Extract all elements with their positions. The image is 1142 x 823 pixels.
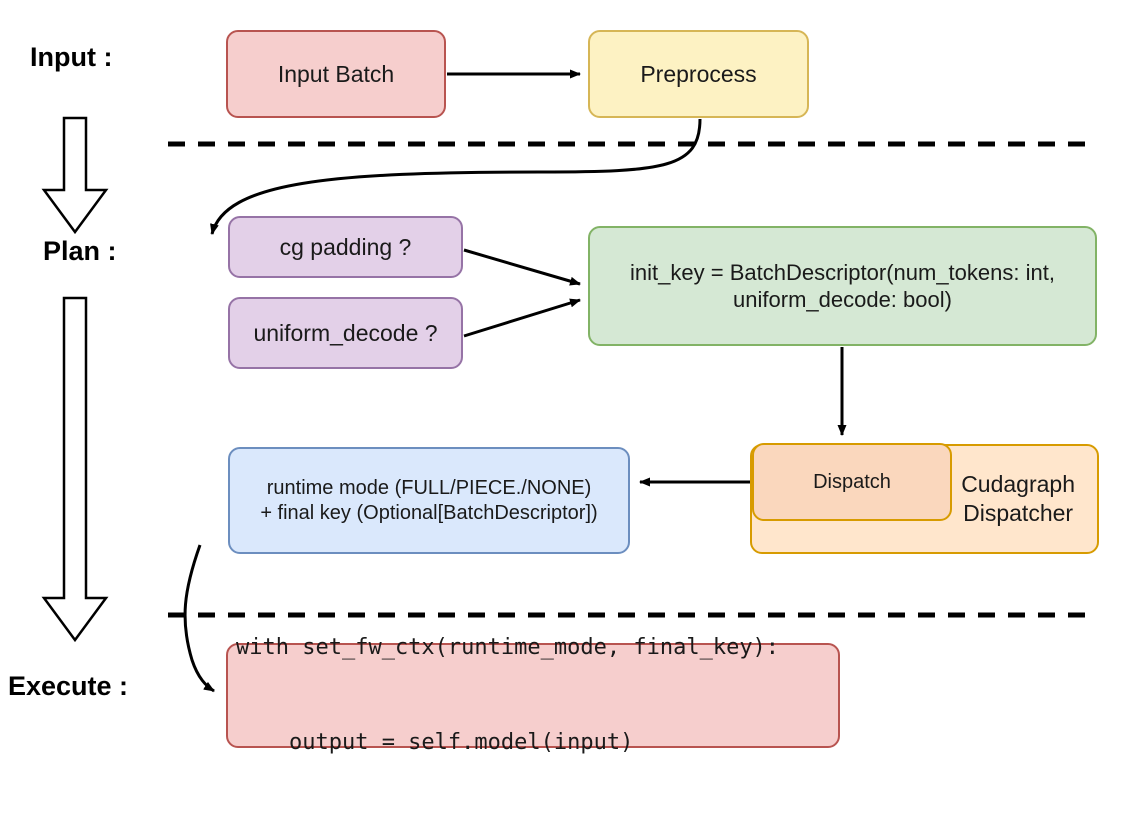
edge-uniformdecode-initkey xyxy=(463,298,581,338)
node-preprocess[interactable]: Preprocess xyxy=(588,30,809,118)
node-input-batch[interactable]: Input Batch xyxy=(226,30,446,118)
node-preprocess-label: Preprocess xyxy=(640,60,757,87)
node-cudagraph-dispatcher-line1: Cudagraph xyxy=(961,471,1075,498)
node-init-key-line2: uniform_decode: bool) xyxy=(733,287,952,312)
node-init-key[interactable]: init_key = BatchDescriptor(num_tokens: i… xyxy=(588,226,1097,346)
stage-label-input: Input : xyxy=(30,42,113,72)
node-cg-padding-label: cg padding ? xyxy=(279,233,412,260)
stage-block-arrow-1 xyxy=(41,116,109,235)
node-runtime-mode-line2: + final key (Optional[BatchDescriptor]) xyxy=(260,501,598,524)
node-cg-padding[interactable]: cg padding ? xyxy=(228,216,463,278)
stage-block-arrow-2 xyxy=(41,296,109,643)
diagram-canvas: Input : Plan : Execute : Input Batch Pre… xyxy=(8,30,1099,755)
code-line-1: with set_fw_ctx(runtime_mode, final_key)… xyxy=(236,634,780,660)
node-cudagraph-dispatcher-line2: Dispatcher xyxy=(963,500,1074,526)
node-code-block[interactable]: with set_fw_ctx(runtime_mode, final_key)… xyxy=(226,635,840,755)
node-runtime-mode[interactable]: runtime mode (FULL/PIECE./NONE) + final … xyxy=(228,447,630,554)
code-line-2: output = self.model(input) xyxy=(236,730,634,756)
edge-runtimemode-code xyxy=(183,544,215,693)
node-uniform-decode-label: uniform_decode ? xyxy=(253,319,438,346)
node-runtime-mode-line1: runtime mode (FULL/PIECE./NONE) xyxy=(266,476,592,499)
node-init-key-line1: init_key = BatchDescriptor(num_tokens: i… xyxy=(630,259,1055,285)
stage-label-plan: Plan : xyxy=(43,236,117,266)
stage-label-execute: Execute : xyxy=(8,671,129,701)
node-uniform-decode[interactable]: uniform_decode ? xyxy=(228,297,463,369)
edge-cgpadding-initkey xyxy=(463,248,581,286)
node-input-batch-label: Input Batch xyxy=(277,60,395,87)
node-dispatch[interactable]: Dispatch xyxy=(752,443,952,521)
node-dispatch-label: Dispatch xyxy=(813,470,891,493)
